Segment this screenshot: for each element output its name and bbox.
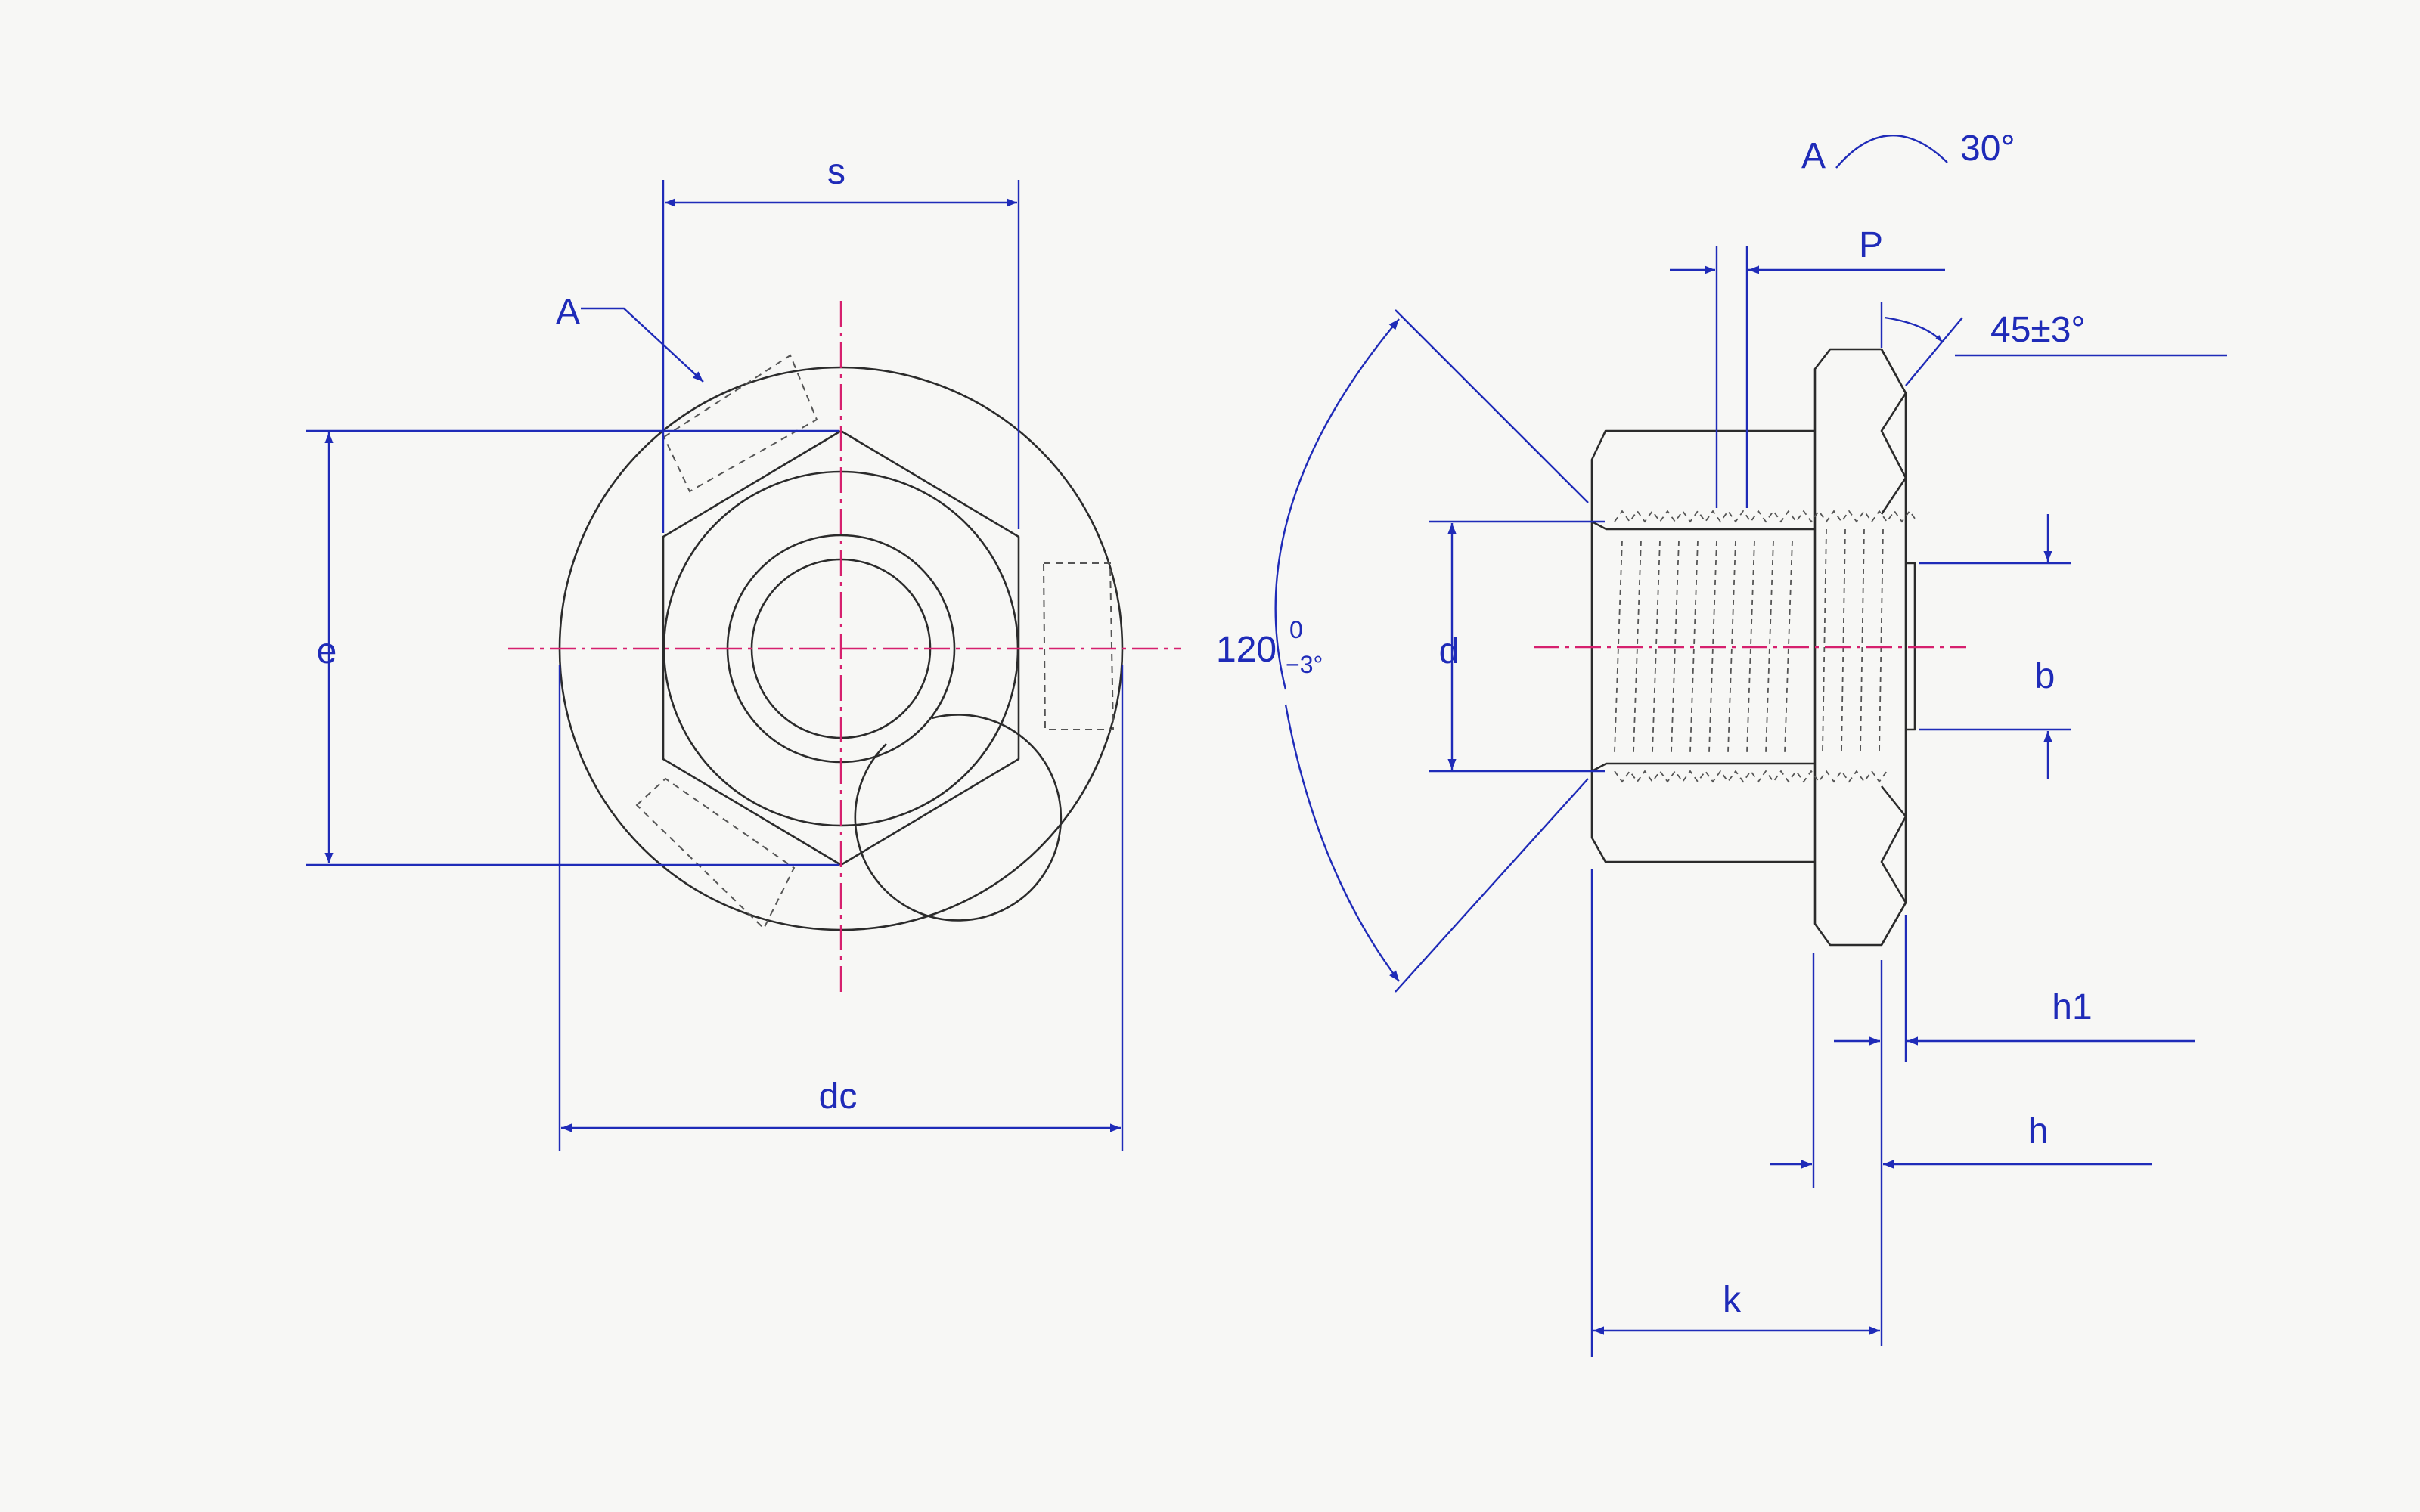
serration-hidden-bottom-left — [635, 777, 796, 930]
dimension-p: P — [1670, 225, 1945, 508]
front-view: s A e dc — [306, 152, 1181, 1151]
label-angle-120-lower-tol: −3° — [1286, 651, 1323, 678]
dimension-angle-120: 120 0 −3° — [1216, 309, 1589, 993]
label-angle-30: 30° — [1960, 129, 2015, 169]
label-a-detail: A — [1801, 136, 1826, 176]
label-angle-45: 45±3° — [1990, 310, 2086, 350]
label-a-leader: A — [556, 292, 580, 332]
label-e: e — [317, 631, 337, 671]
label-k: k — [1723, 1280, 1742, 1320]
dimension-dc: dc — [558, 665, 1124, 1151]
dimension-h: h — [1770, 953, 2152, 1188]
leader-a: A — [556, 292, 704, 383]
dimension-s: s — [662, 152, 1020, 533]
label-d: d — [1439, 631, 1460, 671]
dimension-b: b — [1919, 514, 2071, 779]
thread-hidden-lines — [1614, 510, 1918, 783]
dimension-e: e — [306, 429, 839, 866]
side-view: 120 0 −3° A 30° P 45±3° — [1216, 129, 2227, 1357]
serration-hidden-right — [1042, 562, 1115, 730]
serration-hidden-top-left — [662, 354, 818, 493]
flange-serration-bottom — [1880, 785, 1907, 946]
flange-serration-top — [1880, 349, 1907, 515]
label-h: h — [2028, 1111, 2049, 1151]
thread-root-arc — [854, 714, 1063, 922]
label-angle-120: 120 — [1216, 630, 1277, 670]
bore-chamfer-left-bottom — [1591, 762, 1607, 773]
dimension-k: k — [1590, 869, 1880, 1357]
label-b: b — [2035, 656, 2055, 696]
detail-a-angle: A 30° — [1801, 129, 2015, 176]
label-s: s — [827, 152, 845, 192]
label-h1: h1 — [2052, 987, 2092, 1027]
label-p: P — [1859, 225, 1883, 265]
dimension-h1: h1 — [1834, 915, 2195, 1346]
bore-chamfer-left-top — [1591, 520, 1607, 531]
label-dc: dc — [819, 1077, 858, 1117]
label-angle-120-upper-tol: 0 — [1289, 616, 1303, 643]
dimension-d: d — [1429, 520, 1605, 773]
nut-body-outline — [1590, 429, 1815, 863]
dimension-angle-45: 45±3° — [1880, 302, 2227, 386]
